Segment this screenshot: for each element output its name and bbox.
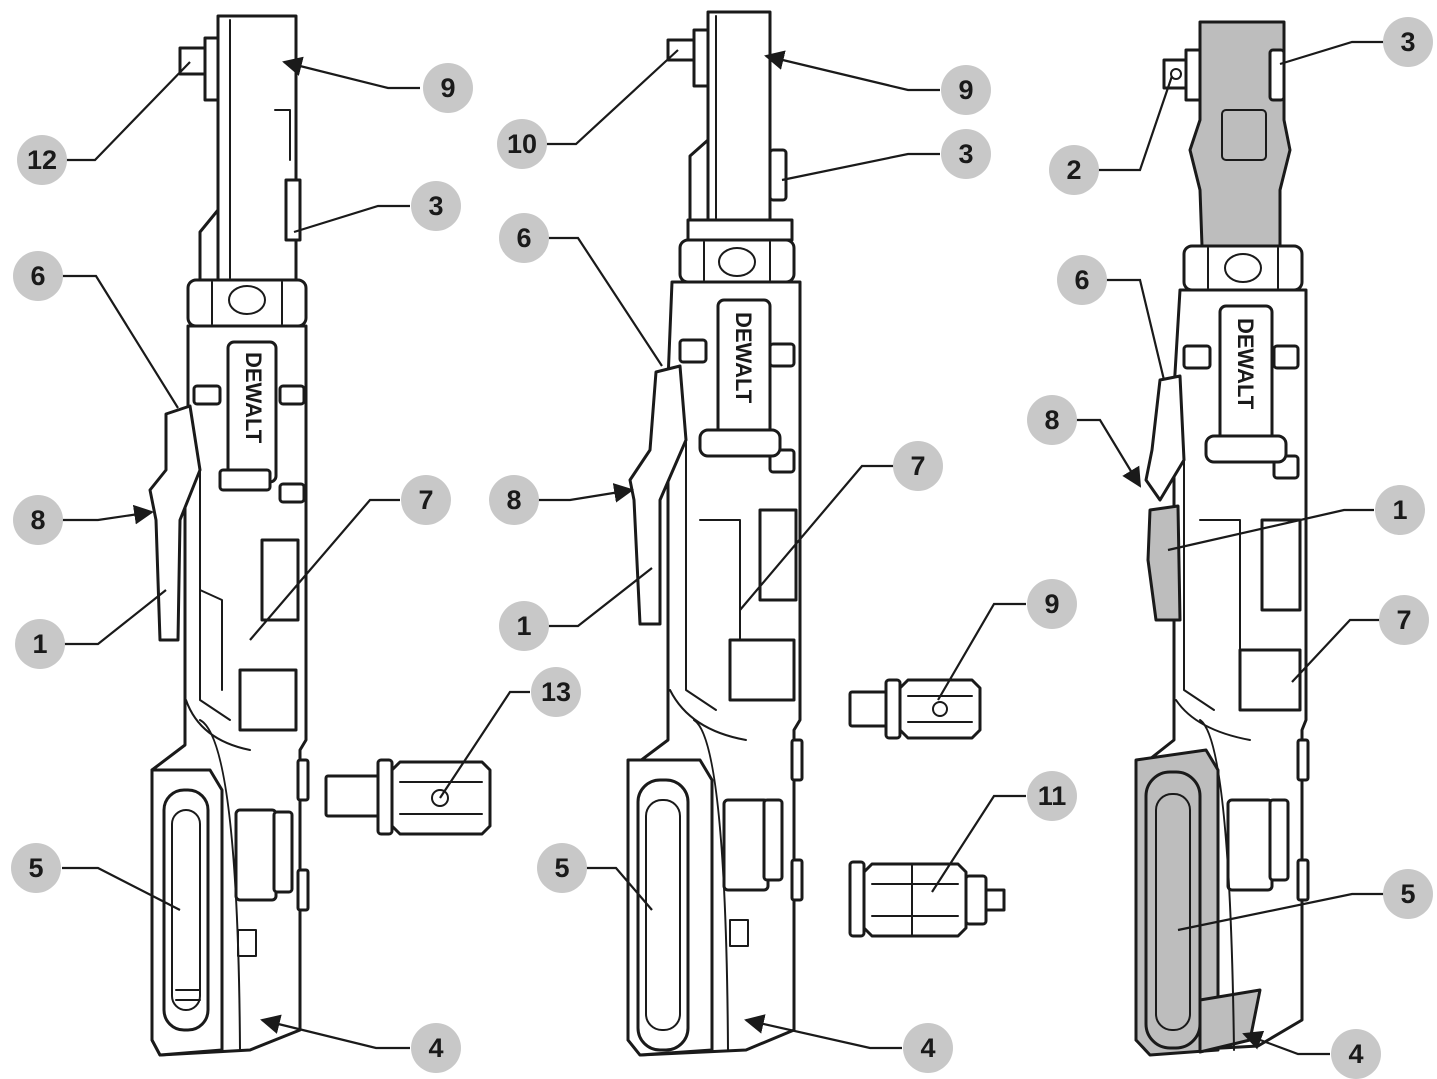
callout-6-c: 6 [1057,255,1107,305]
callout-6-b: 6 [499,213,549,263]
svg-text:4: 4 [428,1033,443,1063]
svg-text:1: 1 [32,629,47,659]
svg-text:6: 6 [516,223,531,253]
svg-text:13: 13 [541,677,571,707]
svg-text:5: 5 [1400,879,1415,909]
tool-c-collar [1182,244,1304,292]
callout-3-c: 3 [1383,17,1433,67]
socket-adapter-11 [848,860,1006,938]
tool-a: DEWALT [148,14,310,1057]
callout-1: 1 [15,619,65,669]
callout-11: 11 [1027,771,1077,821]
svg-text:3: 3 [958,139,973,169]
callout-4-c: 4 [1331,1029,1381,1079]
tool-c: DEWALT [1134,20,1310,1057]
callouts: 12 9 3 6 7 8 1 5 4 13 10 9 3 6 7 8 1 5 4… [11,17,1433,1079]
svg-text:8: 8 [30,505,45,535]
callout-9-b: 9 [941,65,991,115]
svg-text:8: 8 [506,485,521,515]
callout-5: 5 [11,843,61,893]
callout-7: 7 [401,475,451,525]
svg-text:10: 10 [507,129,537,159]
tool-c-trigger [1146,504,1182,622]
callout-3-b: 3 [941,129,991,179]
callout-4: 4 [411,1023,461,1073]
callout-5-c: 5 [1383,869,1433,919]
svg-text:6: 6 [1074,265,1089,295]
svg-text:7: 7 [910,451,925,481]
svg-text:7: 7 [1396,605,1411,635]
svg-text:5: 5 [28,853,43,883]
tool-b-head [706,10,772,222]
callout-9: 9 [423,63,473,113]
tool-a-logo: DEWALT [241,352,266,444]
callout-8-b: 8 [489,475,539,525]
callout-7-c: 7 [1379,595,1429,645]
callout-2: 2 [1049,145,1099,195]
callout-7-b: 7 [893,441,943,491]
svg-text:3: 3 [428,191,443,221]
tool-a-trigger [148,404,202,642]
callout-12: 12 [17,135,67,185]
svg-text:3: 3 [1400,27,1415,57]
tool-b-logo: DEWALT [731,312,756,404]
svg-text:9: 9 [1044,589,1059,619]
tool-b-trigger [628,364,688,626]
callout-4-b: 4 [903,1023,953,1073]
svg-text:8: 8 [1044,405,1059,435]
callout-8-c: 8 [1027,395,1077,445]
svg-text:5: 5 [554,853,569,883]
tool-c-logo: DEWALT [1233,318,1258,410]
callout-8: 8 [13,495,63,545]
svg-text:9: 9 [440,73,455,103]
svg-text:7: 7 [418,485,433,515]
socket-adapter-13 [324,758,492,836]
callout-1-b: 1 [499,601,549,651]
svg-text:1: 1 [1392,495,1407,525]
leader-lines [62,40,1384,1056]
callout-9-c: 9 [1027,579,1077,629]
svg-text:1: 1 [516,611,531,641]
svg-text:12: 12 [27,145,57,175]
socket-adapter-9 [848,678,982,740]
callout-3: 3 [411,181,461,231]
callout-6: 6 [13,251,63,301]
callout-10: 10 [497,119,547,169]
svg-text:4: 4 [1348,1039,1363,1069]
callout-1-c: 1 [1375,485,1425,535]
callout-5-b: 5 [537,843,587,893]
svg-text:2: 2 [1066,155,1081,185]
tool-b: DEWALT [626,10,804,1057]
svg-text:11: 11 [1038,781,1067,811]
svg-text:9: 9 [958,75,973,105]
svg-text:4: 4 [920,1033,935,1063]
svg-text:6: 6 [30,261,45,291]
callout-13: 13 [531,667,581,717]
